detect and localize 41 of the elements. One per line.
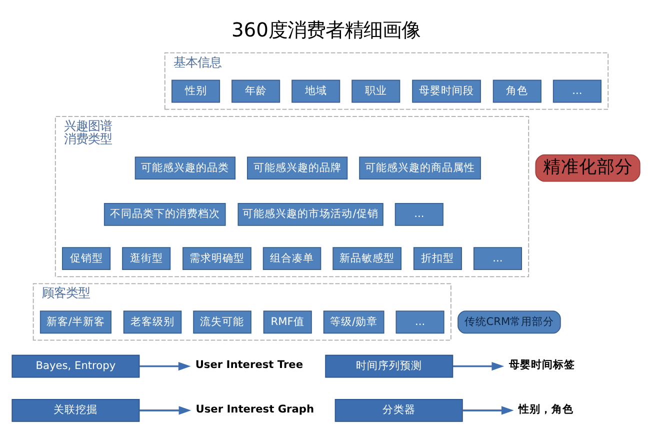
node-box: 需求明确型 <box>182 247 252 270</box>
node-box: 角色 <box>492 80 542 103</box>
node-box: 促销型 <box>62 247 111 270</box>
node-box: 新客/半新客 <box>40 310 112 334</box>
diagram-title: 360度消费者精细画像 <box>231 18 421 42</box>
arrow <box>139 406 192 415</box>
node-box: 母婴时间段 <box>412 80 481 103</box>
node-box: 分类器 <box>334 398 463 422</box>
node-box: 可能感兴趣的商品属性 <box>359 156 481 180</box>
node-box: 职业 <box>352 80 400 103</box>
node-box: 新品敏感型 <box>332 247 402 270</box>
node-box: 关联挖掘 <box>12 398 140 422</box>
arrow <box>140 362 191 371</box>
node-box: ... <box>473 247 522 270</box>
arrow <box>462 406 514 415</box>
node-box: Bayes, Entropy <box>12 354 140 378</box>
node-text: User Interest Tree <box>195 359 304 372</box>
node-box: 等级/勋章 <box>323 310 384 334</box>
node-text: 性别，角色 <box>518 403 574 416</box>
node-box: 逛街型 <box>122 247 171 270</box>
node-box: 可能感兴趣的品类 <box>134 156 236 180</box>
node-box: 地域 <box>292 80 340 103</box>
node-box: 时间序列预测 <box>325 354 454 378</box>
node-box: 可能感兴趣的市场活动/促销 <box>238 202 384 226</box>
node-box: ... <box>396 310 444 334</box>
node-box: 不同品类下的消费档次 <box>104 202 226 226</box>
node-box: 精准化部分 <box>535 154 640 182</box>
node-text: 母婴时间标签 <box>508 359 575 372</box>
arrow <box>452 362 504 371</box>
node-box: 性别 <box>171 80 220 103</box>
node-box: 传统CRM常用部分 <box>458 310 561 334</box>
node-box: 可能感兴趣的品牌 <box>246 156 348 180</box>
node-box: 组合凑单 <box>262 247 322 270</box>
node-box: 年龄 <box>232 80 280 103</box>
node-text: User Interest Graph <box>196 403 314 416</box>
node-box: ... <box>394 202 444 226</box>
node-box: RMF值 <box>263 310 312 334</box>
node-box: 折扣型 <box>413 247 462 270</box>
node-box: ... <box>552 80 602 103</box>
node-box: 老客级别 <box>123 310 182 334</box>
node-box: 流失可能 <box>193 310 252 334</box>
